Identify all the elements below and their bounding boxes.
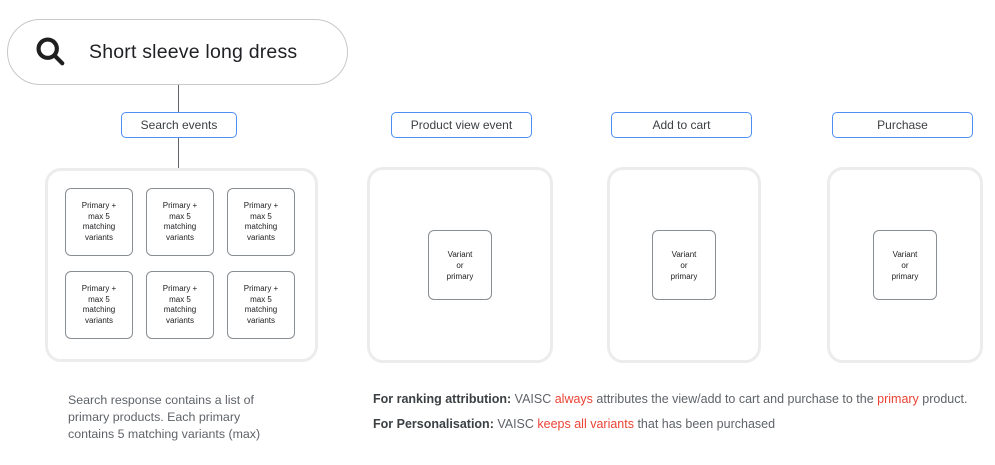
note-segment: keeps all variants [537,417,634,431]
note-segment: attributes the view/add to cart and purc… [592,392,878,406]
event-label-text: Purchase [877,118,928,132]
event-label-text: Search events [140,118,218,132]
note-segment: For Personalisation: [373,417,494,431]
product-view-panel: Variant or primary [367,167,553,363]
note-segment: For ranking attribution: [373,392,512,406]
note-segment: primary [877,392,919,406]
primary-variants-box: Primary + max 5 matching variants [227,188,295,256]
search-input[interactable]: Short sleeve long dress [7,19,348,85]
attribution-notes: For ranking attribution: VAISC always at… [373,392,988,442]
primary-variants-box: Primary + max 5 matching variants [227,271,295,339]
variant-or-primary-box: Variant or primary [428,230,492,300]
event-label-search-events: Search events [121,112,237,138]
note-segment: always [554,392,593,406]
search-events-panel: Primary + max 5 matching variants Primar… [45,168,318,362]
search-query-text: Short sleeve long dress [89,40,298,63]
add-to-cart-panel: Variant or primary [607,167,761,363]
search-response-note: Search response contains a list of prima… [68,393,261,441]
primary-variants-box: Primary + max 5 matching variants [65,188,133,256]
note-segment: product. [918,392,968,406]
event-label-text: Add to cart [652,118,711,132]
event-label-purchase: Purchase [832,112,973,138]
connector-line [178,85,179,112]
purchase-panel: Variant or primary [827,167,983,363]
note-segment: that has been purchased [633,417,776,431]
event-label-text: Product view event [410,118,513,132]
connector-line [178,138,179,169]
variant-or-primary-box: Variant or primary [873,230,937,300]
personalisation-line: For Personalisation: VAISC keeps all var… [373,417,988,431]
note-segment: VAISC [493,417,538,431]
primary-variants-box: Primary + max 5 matching variants [65,271,133,339]
event-label-add-to-cart: Add to cart [611,112,752,138]
variant-or-primary-box: Variant or primary [652,230,716,300]
search-icon [35,36,67,68]
ranking-attribution-line: For ranking attribution: VAISC always at… [373,392,988,406]
note-segment: VAISC [511,392,555,406]
primary-variants-box: Primary + max 5 matching variants [146,271,214,339]
primary-variants-box: Primary + max 5 matching variants [146,188,214,256]
event-label-product-view: Product view event [391,112,532,138]
primary-box-grid: Primary + max 5 matching variants Primar… [65,188,315,339]
